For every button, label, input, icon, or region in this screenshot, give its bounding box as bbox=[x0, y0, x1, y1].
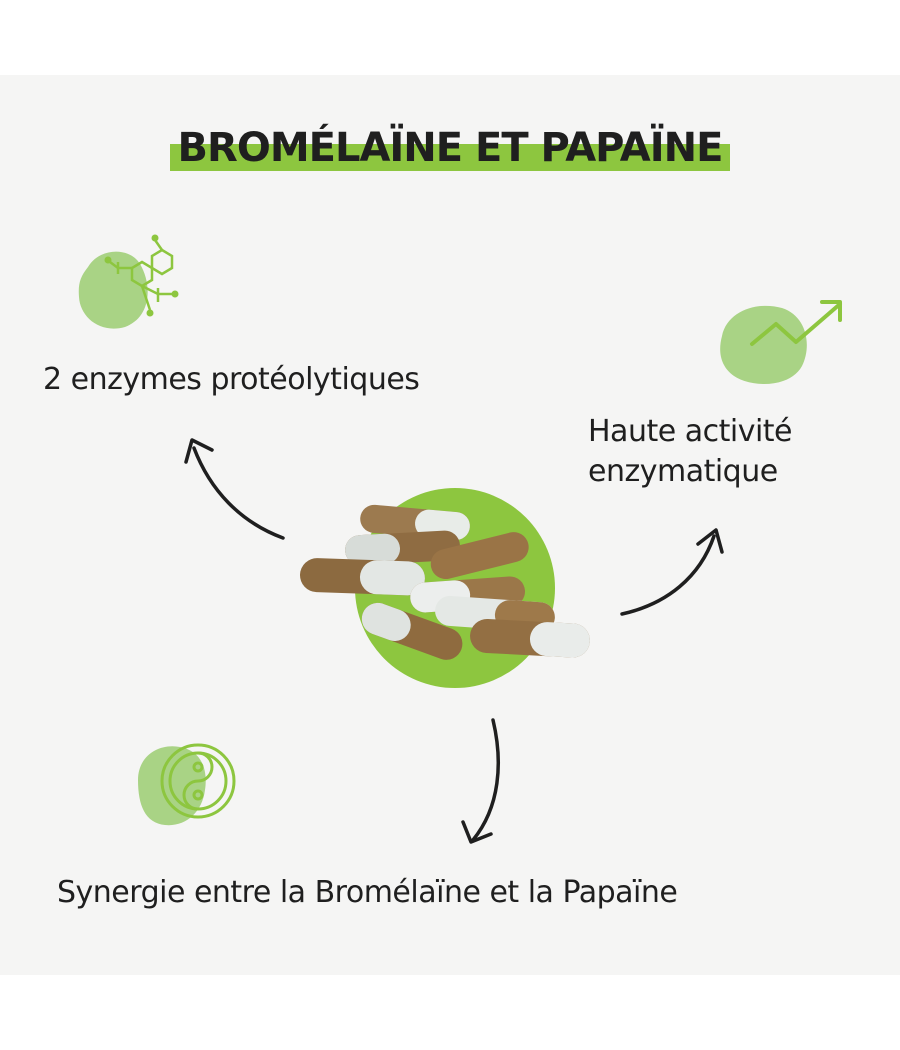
title-block: BROMÉLAÏNE ET PAPAÏNE bbox=[170, 122, 730, 174]
trend-up-icon bbox=[720, 300, 842, 385]
feature-label-activity: Haute activité enzymatique bbox=[588, 412, 793, 492]
capsules-illustration bbox=[299, 488, 590, 688]
title-highlight-bar bbox=[170, 144, 730, 171]
page-title: BROMÉLAÏNE ET PAPAÏNE bbox=[177, 125, 724, 171]
feature-label-synergy: Synergie entre la Bromélaïne et la Papaï… bbox=[57, 875, 678, 910]
feature-label-activity-line2: enzymatique bbox=[588, 454, 778, 489]
feature-label-enzymes: 2 enzymes protéolytiques bbox=[43, 362, 420, 397]
feature-label-activity-line1: Haute activité bbox=[588, 414, 793, 449]
arrow-to-synergy bbox=[461, 718, 501, 844]
molecule-icon bbox=[78, 234, 179, 329]
arrow-to-activity bbox=[620, 528, 724, 616]
yin-yang-icon bbox=[138, 743, 236, 826]
arrow-to-enzymes bbox=[184, 438, 285, 540]
capsule-group bbox=[299, 504, 590, 660]
